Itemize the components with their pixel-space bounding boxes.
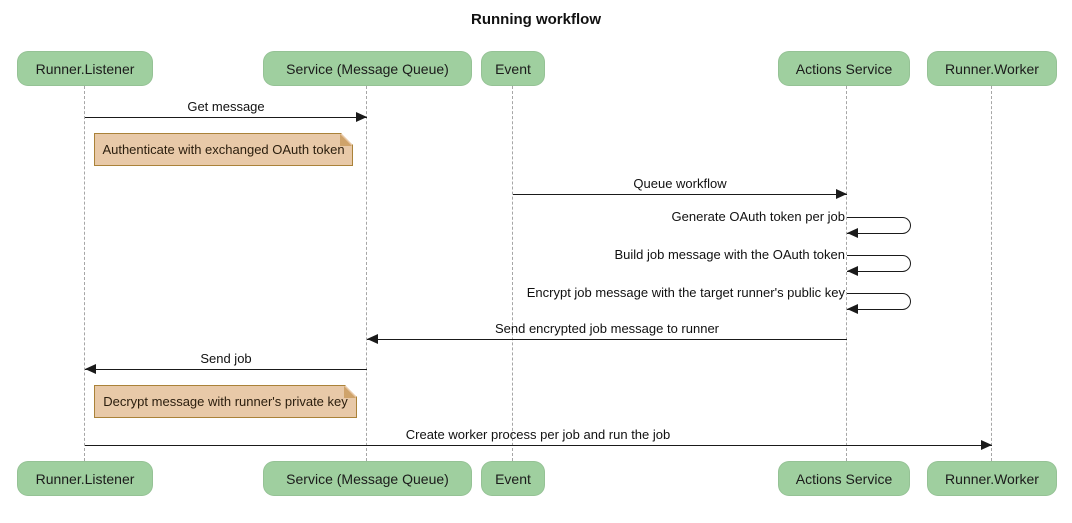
arrowhead-left-icon [847, 228, 858, 238]
participant-service-message-queue-bottom: Service (Message Queue) [263, 461, 472, 496]
note-fold-corner-icon [340, 134, 352, 146]
message-label-get-message: Get message [187, 99, 265, 114]
arrowhead-left-icon [847, 266, 858, 276]
selfloop-label-generate-token: Generate OAuth token per job [671, 209, 845, 224]
message-label-queue-workflow: Queue workflow [633, 176, 727, 191]
lifeline-service-message-queue [366, 86, 367, 461]
diagram-title: Running workflow [471, 11, 601, 28]
participant-event-bottom: Event [481, 461, 545, 496]
arrowhead-right-icon [836, 189, 847, 199]
arrowhead-left-icon [85, 364, 96, 374]
message-line-send-encrypted [367, 339, 847, 340]
participant-runner-worker-top: Runner.Worker [927, 51, 1057, 86]
selfloop-line-generate-token [847, 217, 911, 234]
selfloop-label-build-job-message: Build job message with the OAuth token [614, 247, 845, 262]
lifeline-event [512, 86, 513, 461]
arrowhead-right-icon [981, 440, 992, 450]
arrowhead-right-icon [356, 112, 367, 122]
message-label-send-encrypted: Send encrypted job message to runner [494, 321, 720, 336]
participant-actions-service-top: Actions Service [778, 51, 910, 86]
lifeline-actions-service [846, 86, 847, 461]
lifeline-runner-listener [84, 86, 85, 461]
participant-runner-listener-bottom: Runner.Listener [17, 461, 153, 496]
message-line-send-job [85, 369, 367, 370]
message-label-send-job: Send job [200, 351, 252, 366]
note-decrypt-label: Decrypt message with runner's private ke… [103, 394, 348, 409]
selfloop-label-encrypt-job-message: Encrypt job message with the target runn… [526, 285, 845, 300]
note-authenticate: Authenticate with exchanged OAuth token [94, 133, 353, 166]
participant-service-message-queue-top: Service (Message Queue) [263, 51, 472, 86]
participant-runner-listener-top: Runner.Listener [17, 51, 153, 86]
participant-runner-worker-bottom: Runner.Worker [927, 461, 1057, 496]
participant-actions-service-bottom: Actions Service [778, 461, 910, 496]
message-line-queue-workflow [513, 194, 847, 195]
lifeline-runner-worker [991, 86, 992, 461]
selfloop-line-encrypt-job-message [847, 293, 911, 310]
note-authenticate-label: Authenticate with exchanged OAuth token [102, 142, 345, 157]
note-decrypt: Decrypt message with runner's private ke… [94, 385, 357, 418]
note-fold-corner-icon [344, 386, 356, 398]
message-label-create-worker: Create worker process per job and run th… [405, 427, 671, 442]
arrowhead-left-icon [847, 304, 858, 314]
arrowhead-left-icon [367, 334, 378, 344]
message-line-create-worker [85, 445, 992, 446]
participant-event-top: Event [481, 51, 545, 86]
message-line-get-message [85, 117, 367, 118]
selfloop-line-build-job-message [847, 255, 911, 272]
